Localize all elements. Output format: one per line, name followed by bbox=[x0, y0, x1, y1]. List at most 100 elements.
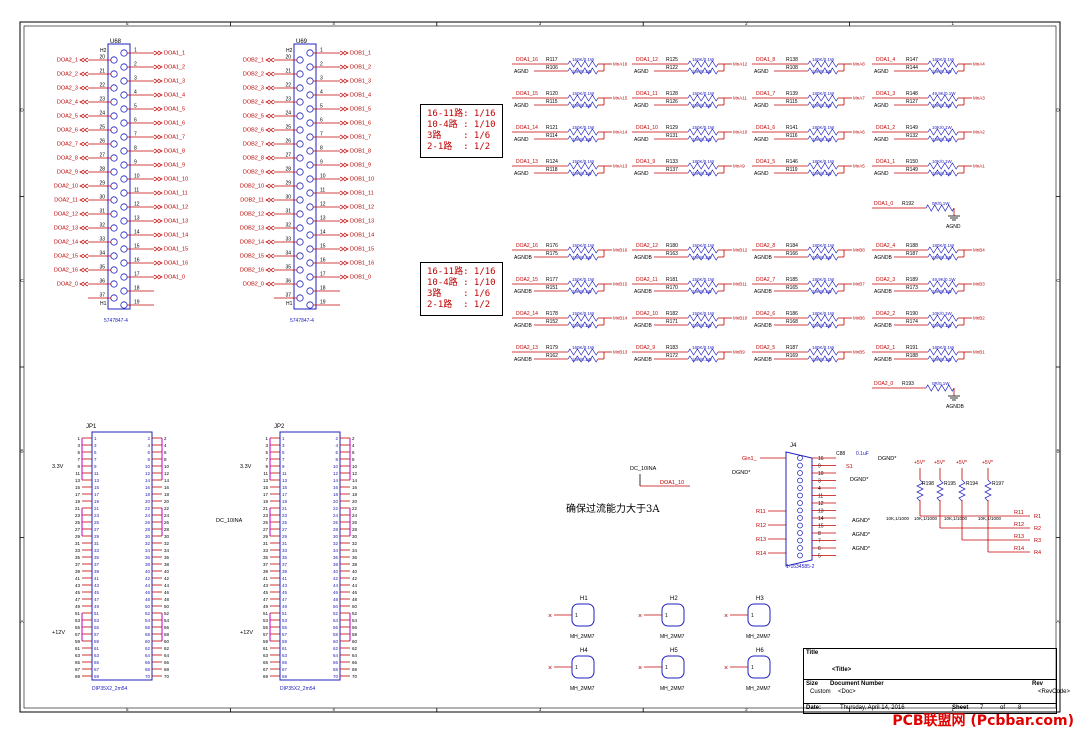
pin-number: 50 bbox=[333, 604, 339, 609]
pin-number: 11 bbox=[263, 471, 268, 476]
net-label: DGND* bbox=[850, 477, 869, 483]
resistor-value: 0R/0.1W bbox=[932, 201, 950, 206]
pin-number: 12 bbox=[134, 202, 140, 208]
zone-col-label: 1 bbox=[952, 707, 955, 712]
pin-number: 17 bbox=[282, 492, 288, 497]
pin-number: 5 bbox=[265, 450, 268, 455]
net-label: S1 bbox=[846, 464, 853, 470]
net-flag bbox=[339, 92, 349, 98]
net-label: DOA1_9 bbox=[636, 159, 655, 165]
pin-number: 18 bbox=[134, 286, 140, 292]
net-label: MnA3 bbox=[973, 96, 985, 101]
pin-number: 2 bbox=[352, 436, 355, 441]
net-label: DOB1_10 bbox=[350, 177, 374, 183]
ref-designator: R194 bbox=[966, 481, 978, 487]
net-flag bbox=[153, 134, 163, 140]
power-label: +12V bbox=[52, 630, 65, 636]
pin-number: 67 bbox=[75, 667, 81, 672]
net-flag bbox=[265, 253, 275, 259]
resistor-value: 10K/0.1W bbox=[692, 103, 713, 108]
pin-number: 9 bbox=[77, 464, 80, 469]
net-label: DOB2_13 bbox=[240, 226, 264, 232]
resistor bbox=[687, 355, 719, 363]
pin-label: H2 bbox=[100, 48, 107, 54]
pin-circle bbox=[306, 49, 314, 57]
pin-number: 4 bbox=[335, 443, 338, 448]
net-flag bbox=[79, 155, 89, 161]
pin-number: 18 bbox=[320, 286, 326, 292]
zone-col-label: 5 bbox=[126, 707, 129, 712]
pin-number: 25 bbox=[75, 520, 81, 525]
ref-designator: R174 bbox=[906, 319, 918, 325]
resistor-value: 10K/0.1W bbox=[692, 137, 713, 142]
net-label: MnB3 bbox=[973, 282, 985, 287]
resistor-value: 10K/0.1W bbox=[932, 137, 953, 142]
pin-number: 53 bbox=[282, 618, 288, 623]
mounting-hole-h4: H41×MH_2MM7 bbox=[548, 648, 595, 692]
pin-number: 8 bbox=[147, 457, 150, 462]
pin-number: 59 bbox=[282, 639, 288, 644]
pin-number: 8 bbox=[352, 457, 355, 462]
pin-number: 20 bbox=[333, 499, 339, 504]
pin-number: 68 bbox=[145, 667, 151, 672]
mounting-hole-h1: H11×MH_2MM7 bbox=[548, 596, 595, 640]
net-flag bbox=[339, 176, 349, 182]
pin-number: 6 bbox=[352, 450, 355, 455]
net-flag bbox=[79, 71, 89, 77]
pin-number: 30 bbox=[164, 534, 170, 539]
pin-number: 8 bbox=[818, 531, 821, 537]
resistor-value: 10K/0.1W bbox=[572, 357, 593, 362]
size-label: Size bbox=[806, 681, 819, 687]
pin-number: 5 bbox=[94, 450, 97, 455]
pin-number: 40 bbox=[145, 569, 151, 574]
pin-number: 35 bbox=[263, 555, 269, 560]
part-number: MH_2MM7 bbox=[570, 634, 595, 640]
net-label: MnB10 bbox=[733, 316, 748, 321]
resistor bbox=[927, 101, 959, 109]
zone-col-label: 3 bbox=[539, 707, 542, 712]
ref-designator: R147 bbox=[906, 57, 918, 63]
ref-designator: JP2 bbox=[274, 424, 285, 430]
resistor bbox=[567, 162, 599, 170]
net-label: DOA2_16 bbox=[54, 268, 78, 274]
ref-designator: R127 bbox=[906, 99, 918, 105]
pin-circle bbox=[120, 49, 128, 57]
pin-number: 41 bbox=[94, 576, 100, 581]
resistor bbox=[927, 287, 959, 295]
pin-number: 33 bbox=[263, 548, 269, 553]
net-label: DOA1_11 bbox=[636, 91, 658, 97]
net-label: DOB1_8 bbox=[350, 149, 371, 155]
net-flag bbox=[79, 267, 89, 273]
pin-number: 12 bbox=[352, 471, 358, 476]
pin-number: 22 bbox=[285, 83, 291, 89]
pin-number: 37 bbox=[282, 562, 288, 567]
pin-number: 68 bbox=[352, 667, 358, 672]
net-label: MnB11 bbox=[733, 282, 747, 287]
pin-number: 34 bbox=[352, 548, 358, 553]
pin-number: 61 bbox=[263, 646, 269, 651]
net-flag bbox=[79, 127, 89, 133]
resistor bbox=[687, 162, 719, 170]
current-note: 确保过流能力大于3A bbox=[566, 504, 660, 515]
pin-number: 38 bbox=[333, 562, 339, 567]
resistor-value: 150K/0.1W bbox=[572, 311, 595, 316]
ratio-note-b: 16-11路: 1/16 10-4路 : 1/10 3路 : 1/6 2-1路 … bbox=[420, 262, 503, 316]
ref-designator: R184 bbox=[786, 243, 798, 249]
ref-designator: R185 bbox=[786, 277, 798, 283]
pin-number: 47 bbox=[94, 597, 100, 602]
net-label: R14 bbox=[756, 551, 766, 557]
pin-circle bbox=[120, 273, 128, 281]
ref-designator: R187 bbox=[786, 345, 798, 351]
pin-circle bbox=[306, 147, 314, 155]
net-label: DOA2_10 bbox=[54, 184, 78, 190]
pin-circle bbox=[306, 287, 314, 295]
net-flag bbox=[265, 281, 275, 287]
pin-number: 27 bbox=[282, 527, 288, 532]
pin-number: 20 bbox=[99, 55, 105, 61]
pin-number: 8 bbox=[164, 457, 167, 462]
